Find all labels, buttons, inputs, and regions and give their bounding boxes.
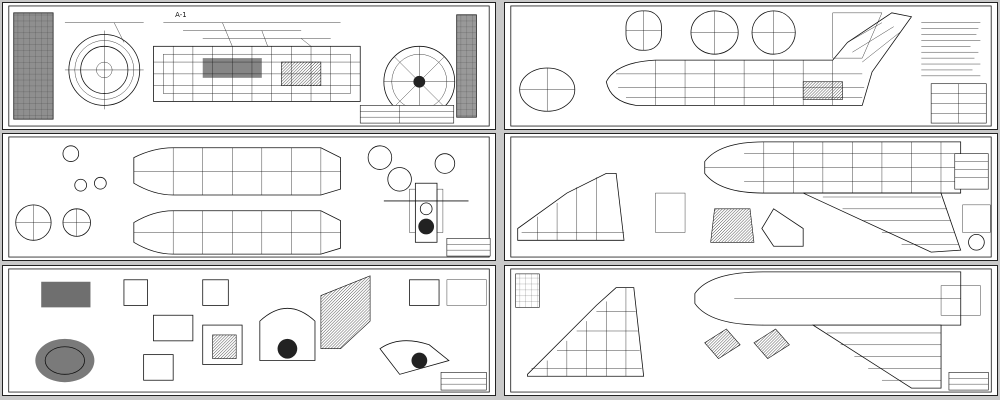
title-block — [446, 238, 491, 257]
planform-outline — [694, 271, 962, 326]
sheet-6-drawing — [510, 268, 992, 393]
drawing-sheet-2 — [504, 2, 998, 130]
sheet-1-drawing: A-1 — [8, 5, 490, 127]
wing — [803, 192, 962, 253]
orbiter-planform — [704, 141, 962, 194]
drawing-sheet-1: A-1 — [2, 2, 496, 130]
tank-lower-view — [133, 210, 341, 255]
sheet-3-drawing — [8, 136, 491, 258]
drawing-sheet-3 — [2, 133, 496, 261]
orbiter-side-view — [605, 12, 913, 106]
hatched-fan-detail — [320, 275, 371, 350]
front-view-stack — [383, 182, 469, 243]
title-block — [954, 153, 989, 190]
drawing-sheet-6 — [504, 265, 998, 396]
vertical-tail-outline — [527, 287, 645, 377]
title-block — [948, 372, 989, 391]
drawing-sheet-5 — [2, 265, 496, 396]
drawing-sheet-4 — [504, 133, 998, 261]
title-block — [359, 105, 455, 124]
sheet-5-drawing — [8, 268, 490, 393]
title-block — [440, 372, 487, 391]
sheet-2-drawing — [510, 5, 992, 127]
sheet-4-drawing — [510, 136, 992, 258]
wing-outline — [811, 324, 942, 389]
vertical-tail — [517, 172, 625, 241]
sheet-label: A-1 — [175, 11, 186, 19]
tank-upper-view — [133, 147, 341, 196]
